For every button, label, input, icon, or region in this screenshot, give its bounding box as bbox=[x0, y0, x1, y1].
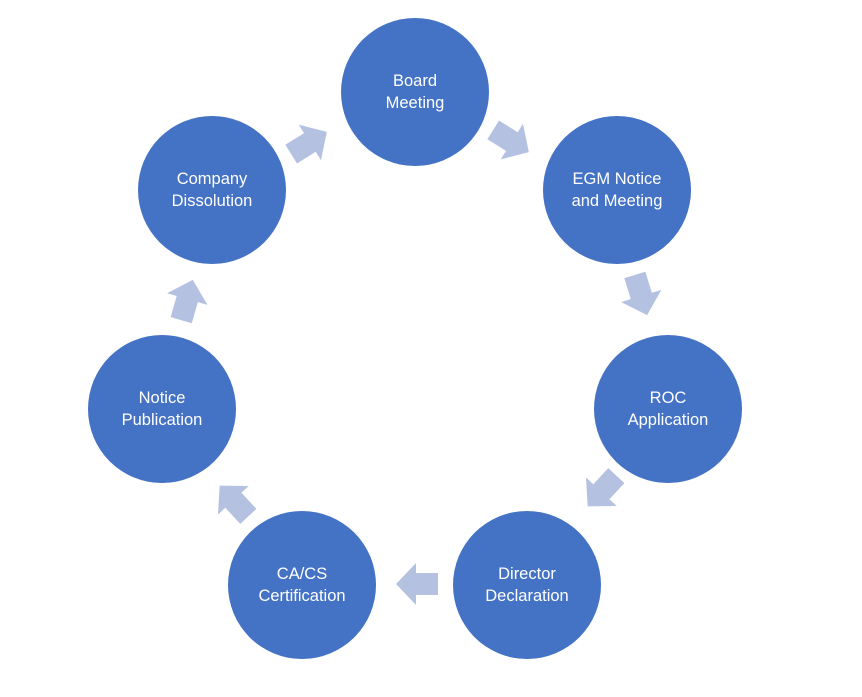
node-director-declaration: Director Declaration bbox=[453, 511, 601, 659]
node-notice-publication-line2: Publication bbox=[121, 411, 203, 429]
arrow-notice-to-dissolution-icon bbox=[167, 279, 208, 324]
node-cacs-certification: CA/CS Certification bbox=[228, 511, 376, 659]
node-company-dissolution-line2: Dissolution bbox=[171, 192, 253, 210]
arrow-dissolution-to-board-icon bbox=[285, 124, 327, 164]
node-cacs-certification-line1: CA/CS bbox=[276, 565, 328, 583]
arrow-director-to-cacs-icon bbox=[396, 563, 438, 605]
arrow-egm-to-roc-icon bbox=[621, 271, 662, 316]
node-board-meeting: Board Meeting bbox=[341, 18, 489, 166]
node-egm-notice-and-meeting-line2: and Meeting bbox=[571, 192, 663, 210]
node-board-meeting-line1: Board bbox=[392, 72, 438, 90]
node-egm-notice-and-meeting-line1: EGM Notice bbox=[572, 170, 662, 188]
node-cacs-certification-line2: Certification bbox=[258, 587, 346, 605]
node-notice-publication: Notice Publication bbox=[88, 335, 236, 483]
node-director-declaration-line1: Director bbox=[498, 565, 556, 583]
node-board-meeting-line2: Meeting bbox=[385, 94, 445, 112]
node-roc-application: ROC Application bbox=[594, 335, 742, 483]
node-notice-publication-line1: Notice bbox=[138, 389, 186, 407]
arrow-cacs-to-notice-icon bbox=[217, 485, 257, 524]
node-company-dissolution-line1: Company bbox=[176, 170, 248, 188]
node-roc-application-line1: ROC bbox=[649, 389, 687, 407]
node-company-dissolution: Company Dissolution bbox=[138, 116, 286, 264]
arrow-roc-to-director-icon bbox=[585, 468, 625, 507]
arrow-board-to-egm-icon bbox=[487, 120, 529, 160]
node-director-declaration-line2: Declaration bbox=[485, 587, 569, 605]
node-egm-notice-and-meeting: EGM Notice and Meeting bbox=[543, 116, 691, 264]
node-roc-application-line2: Application bbox=[627, 411, 709, 429]
